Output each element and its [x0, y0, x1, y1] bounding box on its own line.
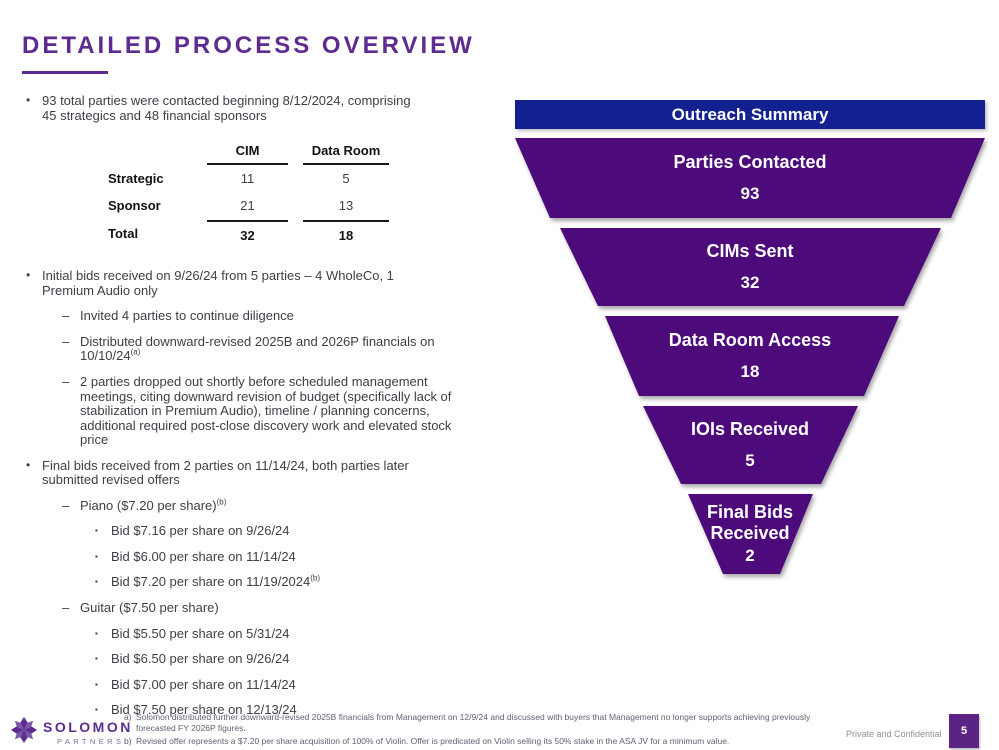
square-marker: ▪ [95, 654, 98, 664]
table-corner-cell [108, 137, 192, 165]
funnel-stage-data-room-access: Data Room Access 18 [515, 316, 985, 396]
dash-marker: – [62, 600, 70, 616]
footnote-b: b) Revised offer represents a $7.20 per … [124, 736, 816, 747]
bid-item: ▪ Bid $7.16 per share on 9/26/24 [22, 524, 522, 539]
bid-text: Bid $6.50 per share on 9/26/24 [111, 651, 290, 667]
sub-bullet-text: Distributed downward-revised 2025B and 2… [80, 333, 458, 364]
outreach-funnel: Parties Contacted 93 CIMs Sent 32 Data R… [515, 138, 985, 583]
funnel-stage-label: CIMs Sent [706, 240, 794, 261]
sub-bullet-text: Piano ($7.20 per share)(b) [80, 497, 227, 514]
content-column: • 93 total parties were contacted beginn… [22, 93, 522, 729]
table-cell-sponsor-cim: 21 [240, 198, 255, 214]
footnote-text: Solomon distributed further downward-rev… [136, 712, 811, 734]
bid-item: ▪ Bid $5.50 per share on 5/31/24 [22, 625, 522, 642]
square-marker: ▪ [95, 551, 98, 561]
bullet-marker: • [26, 268, 31, 283]
footnote-marker: b) [124, 736, 132, 747]
square-marker: ▪ [95, 705, 98, 715]
bid-item: ▪ Bid $7.50 per share on 12/13/24 [22, 703, 522, 718]
bid-text: Bid $5.50 per share on 5/31/24 [111, 625, 290, 641]
table-cell-total-cim: 32 [207, 219, 288, 250]
table-header-dataroom: Data Room [303, 137, 389, 165]
funnel-stage-value: 18 [740, 362, 760, 382]
footnote-ref-b: (b) [310, 574, 321, 584]
sub-bullet-text-body: Piano ($7.20 per share) [80, 497, 217, 513]
bullet-marker: • [26, 93, 31, 107]
table-row-label: Strategic [108, 170, 164, 186]
sub-bullet-invited: – Invited 4 parties to continue diligenc… [22, 309, 522, 324]
sub-bullet-text-body: Distributed downward-revised 2025B and 2… [80, 333, 435, 364]
dash-marker: – [62, 497, 70, 513]
square-marker: ▪ [95, 577, 98, 587]
dash-marker: – [62, 374, 70, 390]
bid-item: ▪ Bid $6.50 per share on 9/26/24 [22, 652, 522, 667]
footnote-a: a) Solomon distributed further downward-… [124, 712, 816, 734]
solomon-logo-icon [10, 716, 38, 749]
outreach-table: CIM Data Room Strategic 11 5 Sponsor 21 … [108, 137, 522, 249]
logo-text-block: SOLOMON PARTNERS [43, 719, 133, 746]
bid-text: Bid $7.50 per share on 12/13/24 [111, 702, 297, 718]
funnel-stage-final-bids: Final Bids Received 2 [515, 494, 985, 574]
table-cell-sponsor-dataroom: 13 [338, 198, 354, 214]
page-number-badge: 5 [949, 714, 979, 748]
title-underline-decoration [22, 71, 108, 74]
table-row-label: Sponsor [108, 198, 161, 214]
footnote-marker: a) [124, 712, 132, 722]
square-marker: ▪ [95, 679, 98, 689]
footnote-ref-b: (b) [216, 497, 227, 507]
bid-item: ▪ Bid $7.20 per share on 11/19/2024(b) [22, 575, 522, 590]
sub-bullet-text: Guitar ($7.50 per share) [80, 600, 219, 616]
dash-marker: – [62, 308, 70, 324]
bid-text: Bid $6.00 per share on 11/14/24 [111, 548, 296, 564]
table-header-cim: CIM [207, 137, 288, 165]
funnel-stage-label: Parties Contacted [673, 151, 827, 172]
table-cell-total-dataroom: 18 [303, 219, 389, 250]
funnel-stage-label: Final Bids Received [706, 501, 793, 543]
bullet-marker: • [26, 457, 31, 472]
bullet-text: Final bids received from 2 parties on 11… [42, 457, 409, 488]
table-cell-strategic-dataroom: 5 [342, 170, 350, 186]
funnel-stage-parties-contacted: Parties Contacted 93 [515, 138, 985, 218]
funnel-stage-iois-received: IOIs Received 5 [515, 406, 985, 484]
bid-text: Bid $7.20 per share on 11/19/2024(b) [111, 575, 320, 590]
funnel-title-bar: Outreach Summary [515, 100, 985, 129]
sub-bullet-dropped-out: – 2 parties dropped out shortly before s… [22, 374, 522, 448]
footnotes: a) Solomon distributed further downward-… [124, 712, 816, 749]
sub-bullet-text: Invited 4 parties to continue diligence [80, 308, 294, 324]
page-title: DETAILED PROCESS OVERVIEW [22, 32, 475, 59]
funnel-stage-value: 2 [745, 546, 755, 566]
bullet-text: Initial bids received on 9/26/24 from 5 … [42, 268, 394, 298]
funnel-stage-value: 32 [740, 273, 760, 293]
bid-text-body: Bid $7.20 per share on 11/19/2024 [111, 574, 311, 590]
footnote-text: Revised offer represents a $7.20 per sha… [136, 736, 730, 747]
confidentiality-label: Private and Confidential [846, 729, 942, 739]
funnel-stage-value: 5 [745, 451, 755, 471]
bullet-final-bids: • Final bids received from 2 parties on … [22, 457, 522, 488]
bid-text: Bid $7.00 per share on 11/14/24 [111, 676, 296, 692]
funnel-stage-label: Data Room Access [668, 329, 832, 350]
sub-bullet-text: 2 parties dropped out shortly before sch… [80, 374, 452, 448]
bid-item: ▪ Bid $6.00 per share on 11/14/24 [22, 548, 522, 565]
logo-name: SOLOMON [43, 719, 133, 735]
funnel-stage-cims-sent: CIMs Sent 32 [515, 228, 985, 306]
solomon-partners-logo: SOLOMON PARTNERS [10, 716, 133, 749]
sub-bullet-piano: – Piano ($7.20 per share)(b) [22, 497, 522, 514]
sub-bullet-distributed: – Distributed downward-revised 2025B and… [22, 333, 522, 364]
table-cell-strategic-cim: 11 [240, 170, 255, 186]
bid-item: ▪ Bid $7.00 per share on 11/14/24 [22, 676, 522, 693]
bid-text: Bid $7.16 per share on 9/26/24 [111, 523, 290, 539]
bullet-parties-contacted: • 93 total parties were contacted beginn… [22, 93, 522, 123]
dash-marker: – [62, 333, 70, 349]
funnel-stage-value: 93 [740, 184, 760, 204]
table-row-label: Total [108, 225, 139, 241]
logo-subtitle: PARTNERS [57, 737, 125, 746]
square-marker: ▪ [95, 526, 98, 536]
bullet-text: 93 total parties were contacted beginnin… [42, 93, 411, 123]
funnel-stage-label: IOIs Received [690, 418, 810, 439]
square-marker: ▪ [95, 628, 98, 638]
footnote-ref-a: (a) [130, 348, 141, 358]
sub-bullet-guitar: – Guitar ($7.50 per share) [22, 600, 522, 616]
bullet-initial-bids: • Initial bids received on 9/26/24 from … [22, 268, 522, 298]
